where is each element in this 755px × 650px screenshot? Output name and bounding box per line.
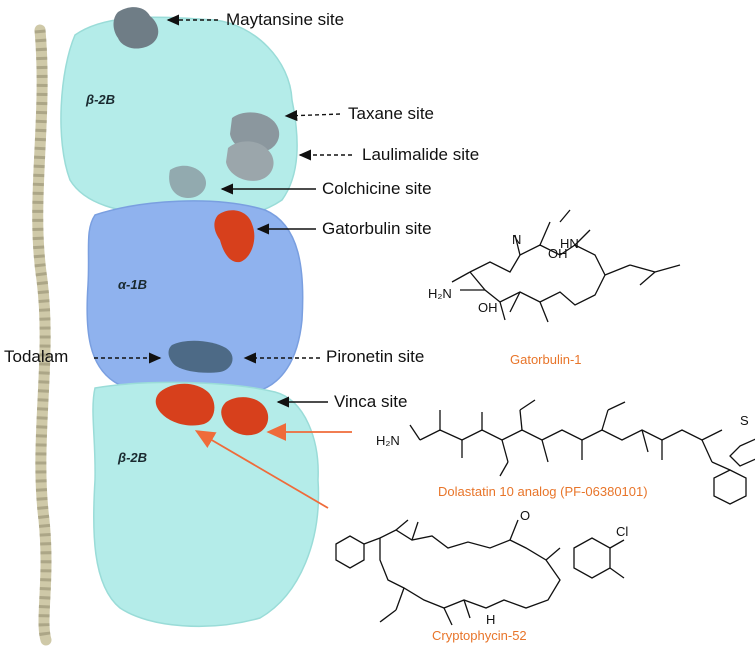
dolastatin-structure <box>409 399 755 505</box>
taxane-arrow <box>284 109 341 122</box>
pironetin-site-blob <box>168 340 233 373</box>
label-gatorbulin-site: Gatorbulin site <box>322 219 432 238</box>
cryptophycin-structure <box>335 519 625 626</box>
label-colchicine-site: Colchicine site <box>322 179 432 198</box>
vinca-site-blob-right <box>221 397 269 436</box>
label-beta-bottom: β-2B <box>118 450 148 465</box>
laulimalide-site-blob <box>226 141 274 181</box>
atom-o-cryptophycin: O <box>520 508 530 523</box>
label-vinca-site: Vinca site <box>334 392 408 411</box>
beta-subunit-bottom <box>92 381 320 628</box>
atom-oh-gatorbulin-2: OH <box>548 246 568 261</box>
label-todalam: Todalam <box>4 347 69 366</box>
atom-h2n-gatorbulin: H₂N <box>428 286 452 301</box>
atom-oh-gatorbulin-1: OH <box>478 300 498 315</box>
label-beta-top: β-2B <box>86 92 116 107</box>
label-alpha: α-1B <box>118 277 148 292</box>
atom-h2n-dolastatin: H₂N <box>376 433 400 448</box>
helix-strand <box>32 24 52 646</box>
compound-name-gatorbulin: Gatorbulin-1 <box>510 352 582 367</box>
atom-hn-gatorbulin: HN <box>560 236 579 251</box>
label-taxane-site: Taxane site <box>348 104 434 123</box>
maytansine-site-blob <box>113 7 159 49</box>
label-pironetin-site: Pironetin site <box>326 347 425 366</box>
label-maytansine-site: Maytansine site <box>226 10 345 29</box>
atom-cl-cryptophycin: Cl <box>616 524 628 539</box>
vinca-site-blob-left <box>155 383 215 426</box>
gatorbulin-site-blob <box>214 210 255 263</box>
label-laulimalide-site: Laulimalide site <box>362 145 480 164</box>
gatorbulin-structure <box>451 209 681 323</box>
colchicine-site-blob <box>169 165 207 198</box>
atom-h-cryptophycin: H <box>486 612 495 627</box>
compound-name-cryptophycin: Cryptophycin-52 <box>432 628 527 643</box>
atom-n-gatorbulin: N <box>512 232 521 247</box>
atom-s-dolastatin: S <box>740 413 749 428</box>
compound-name-dolastatin: Dolastatin 10 analog (PF-06380101) <box>438 484 648 499</box>
cryptophycin-arrow <box>194 430 329 509</box>
